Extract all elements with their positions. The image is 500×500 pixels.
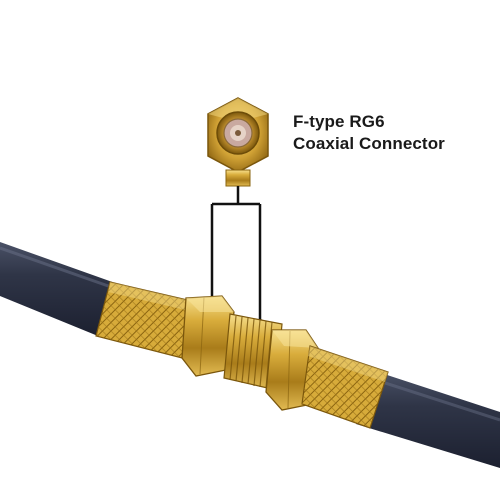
pointer-lines <box>210 186 262 322</box>
coax-cable <box>0 242 500 468</box>
connector-face-icon <box>207 97 269 187</box>
caption-line-2: Coaxial Connector <box>293 134 445 153</box>
connector-caption: F-type RG6 Coaxial Connector <box>293 111 493 155</box>
coax-coupler <box>95 281 389 429</box>
caption-line-1: F-type RG6 <box>293 112 385 131</box>
